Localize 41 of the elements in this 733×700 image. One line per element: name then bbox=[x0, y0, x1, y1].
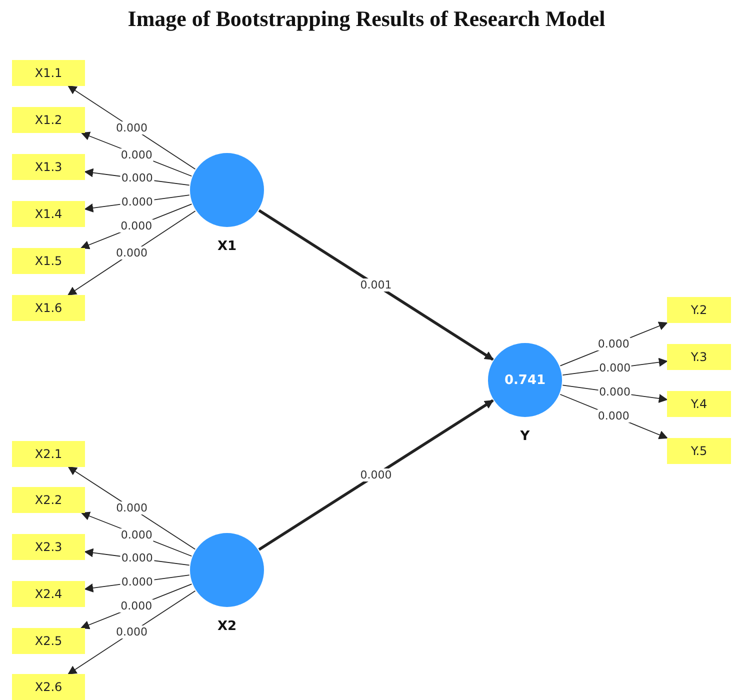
indicator-box: X2.3 bbox=[12, 534, 85, 560]
indicator-box: X1.3 bbox=[12, 154, 85, 180]
edge-label: 0.000 bbox=[120, 600, 154, 613]
edge-label: 0.000 bbox=[120, 528, 154, 542]
edge-label: 0.000 bbox=[120, 196, 154, 209]
indicator-box: Y.4 bbox=[667, 391, 731, 417]
edge-label: 0.000 bbox=[120, 172, 154, 185]
edge-label: 0.000 bbox=[359, 468, 393, 482]
edge-label: 0.000 bbox=[120, 576, 154, 589]
edge-label: 0.000 bbox=[120, 220, 154, 233]
indicator-box: X1.5 bbox=[12, 248, 85, 274]
indicator-box: X1.6 bbox=[12, 295, 85, 321]
indicator-box: X2.6 bbox=[12, 674, 85, 700]
construct-label: X1 bbox=[216, 239, 238, 254]
indicator-box: Y.2 bbox=[667, 297, 731, 323]
edge-label: 0.000 bbox=[598, 362, 632, 375]
indicator-box: X2.1 bbox=[12, 441, 85, 467]
indicator-box: Y.5 bbox=[667, 438, 731, 464]
edge-label: 0.000 bbox=[120, 148, 154, 162]
edge-label: 0.000 bbox=[596, 338, 630, 351]
edge-label: 0.000 bbox=[598, 386, 632, 399]
indicator-box: X2.5 bbox=[12, 628, 85, 654]
edge-label: 0.000 bbox=[114, 246, 148, 260]
indicator-box: X2.4 bbox=[12, 581, 85, 607]
indicator-box: Y.3 bbox=[667, 344, 731, 370]
title: Image of Bootstrapping Results of Research Model bbox=[126, 6, 606, 32]
edge-label: 0.001 bbox=[359, 278, 393, 292]
r-squared-value: 0.741 bbox=[504, 372, 546, 388]
edge-label: 0.000 bbox=[115, 626, 149, 639]
indicator-box: X1.2 bbox=[12, 107, 85, 133]
indicator-box: X2.2 bbox=[12, 487, 85, 513]
indicator-box: X1.1 bbox=[12, 60, 85, 86]
indicator-box: X1.4 bbox=[12, 201, 85, 227]
arrow bbox=[258, 399, 494, 551]
edge-label: 0.000 bbox=[120, 552, 154, 565]
construct-label: Y bbox=[519, 429, 531, 444]
edge-label: 0.000 bbox=[115, 121, 149, 134]
arrow bbox=[258, 209, 494, 361]
edge-label: 0.000 bbox=[596, 410, 630, 423]
construct-label: X2 bbox=[216, 619, 238, 634]
edge-label: 0.000 bbox=[115, 502, 149, 515]
